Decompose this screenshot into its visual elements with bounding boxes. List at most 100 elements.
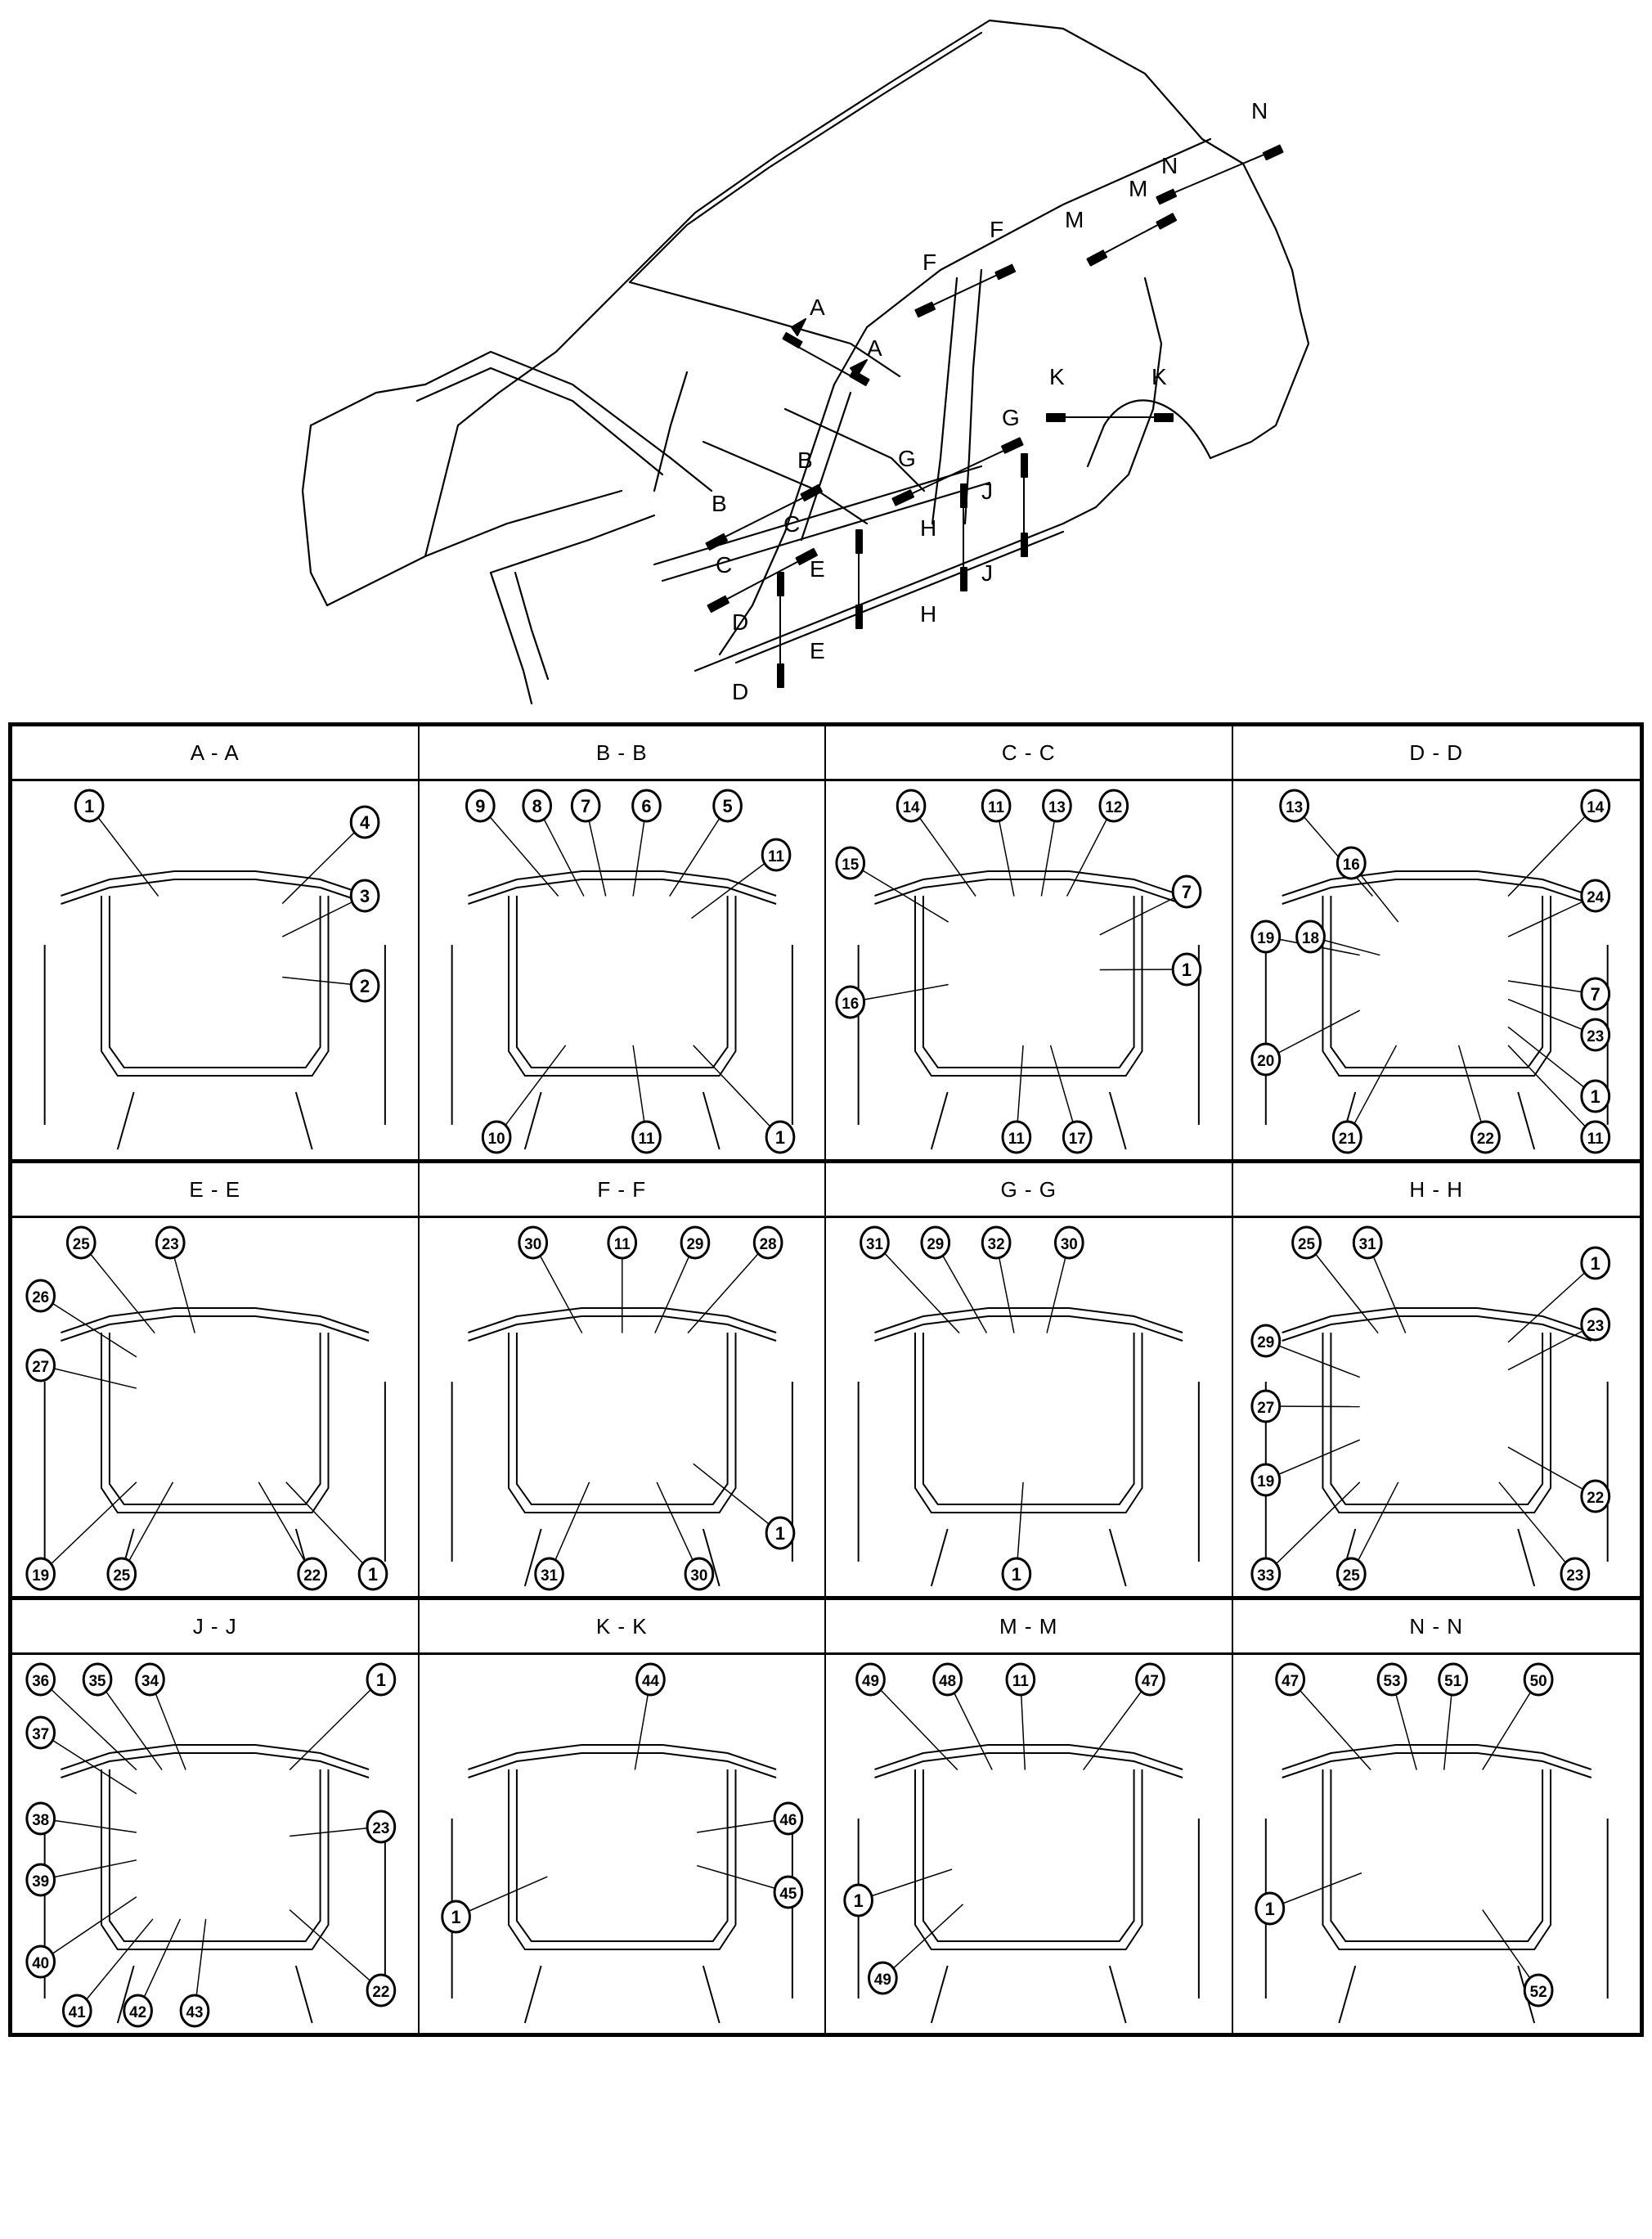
callout-circle — [106, 1557, 137, 1591]
callout-number: 1 — [1264, 1899, 1274, 1919]
callout-number: 16 — [842, 996, 859, 1013]
callout-circle — [366, 1973, 397, 2007]
callout-circle — [1135, 1662, 1165, 1697]
panel-edge — [874, 870, 1183, 897]
callout-number: 9 — [475, 796, 485, 816]
leader-line — [686, 1242, 769, 1334]
callout-number: 1 — [774, 1127, 784, 1148]
panel-edge — [1321, 896, 1551, 1077]
leader-line — [1346, 1045, 1397, 1138]
callout-circle — [465, 789, 496, 823]
callout-29: 29 — [920, 1225, 988, 1333]
svg-text:F: F — [990, 217, 1003, 242]
callout-number: 12 — [1105, 799, 1122, 816]
leader-line — [137, 1918, 182, 2012]
callout-circle — [25, 1279, 56, 1313]
callout-number: 42 — [129, 2004, 146, 2021]
callout-number: 22 — [372, 1984, 389, 2001]
callout-circle — [1331, 1120, 1362, 1154]
callout-circle — [1523, 1973, 1554, 2007]
callout-1: 1 — [843, 1868, 953, 1918]
callout-4: 4 — [281, 805, 380, 905]
leader-line — [1264, 1481, 1360, 1575]
callout-19: 19 — [25, 1481, 137, 1591]
leader-line — [1507, 1446, 1596, 1497]
callout-number: 22 — [1587, 1490, 1604, 1507]
panel-edge — [116, 1091, 135, 1150]
callout-30: 30 — [1046, 1225, 1084, 1333]
callout-53: 53 — [1376, 1662, 1417, 1770]
callout-number: 25 — [113, 1567, 130, 1585]
panel-edge — [467, 879, 776, 905]
leader-line — [935, 1242, 988, 1333]
leader-line — [1350, 1481, 1398, 1575]
callout-circle — [606, 1225, 637, 1260]
callout-number: 23 — [1587, 1028, 1604, 1045]
svg-text:G: G — [898, 446, 916, 471]
callout-22: 22 — [1457, 1045, 1501, 1154]
callout-circle — [155, 1225, 186, 1260]
panel-edge — [1108, 1528, 1127, 1587]
leader-line — [40, 1365, 137, 1389]
leader-line — [850, 983, 949, 1003]
callout-number: 24 — [1587, 889, 1604, 906]
panel-edge — [922, 1769, 1135, 1942]
svg-text:F: F — [923, 250, 936, 275]
callout-number: 20 — [1257, 1053, 1274, 1070]
leader-line — [1265, 1405, 1360, 1408]
callout-49: 49 — [855, 1662, 958, 1771]
callout-circle — [1376, 1662, 1407, 1697]
panel-edge — [108, 1769, 321, 1942]
svg-text:J: J — [981, 560, 993, 586]
callout-circle — [533, 1557, 564, 1591]
panel-edge — [702, 1528, 721, 1587]
callout-number: 1 — [854, 1891, 864, 1911]
callout-number: 40 — [32, 1955, 49, 1972]
callout-17: 17 — [1049, 1045, 1093, 1154]
callout-number: 10 — [487, 1131, 505, 1148]
callout-number: 28 — [759, 1236, 776, 1253]
callout-41: 41 — [61, 1918, 154, 2028]
callout-34: 34 — [135, 1662, 186, 1770]
callout-circle — [1062, 1120, 1093, 1154]
leader-line — [281, 821, 366, 905]
callout-30: 30 — [655, 1481, 714, 1591]
panel-edge — [108, 896, 321, 1068]
callout-number: 19 — [1257, 930, 1274, 947]
callout-number: 1 — [1182, 960, 1192, 980]
svg-text:D: D — [732, 609, 748, 635]
callout-circle — [684, 1557, 714, 1591]
panel-edge — [515, 1333, 729, 1505]
leader-line — [97, 1679, 163, 1770]
callout-19: 19 — [1250, 1439, 1360, 1497]
panel-edge — [467, 870, 776, 897]
callout-number: 26 — [32, 1289, 49, 1306]
callout-circle — [1470, 1120, 1501, 1154]
callout-32: 32 — [981, 1225, 1015, 1333]
leader-line — [1099, 891, 1187, 936]
panel-edge — [922, 1333, 1135, 1505]
callout-number: 25 — [1342, 1567, 1359, 1585]
callout-11: 11 — [690, 838, 791, 919]
leader-line — [696, 1864, 788, 1893]
callout-3: 3 — [281, 879, 380, 937]
panel-edge — [61, 870, 370, 897]
leader-line — [1293, 805, 1373, 897]
cut-mark-A — [782, 332, 803, 348]
panel-edge — [914, 1333, 1143, 1513]
callout-circle — [517, 1225, 548, 1260]
callout-circle — [82, 1662, 113, 1697]
leader-line — [1507, 998, 1596, 1036]
leader-line — [548, 1481, 590, 1575]
panel-edge — [1281, 1744, 1591, 1770]
callout-51: 51 — [1437, 1662, 1468, 1770]
panel-edge — [116, 1965, 135, 2024]
callout-number: 44 — [641, 1673, 658, 1690]
callout-25: 25 — [106, 1481, 174, 1591]
